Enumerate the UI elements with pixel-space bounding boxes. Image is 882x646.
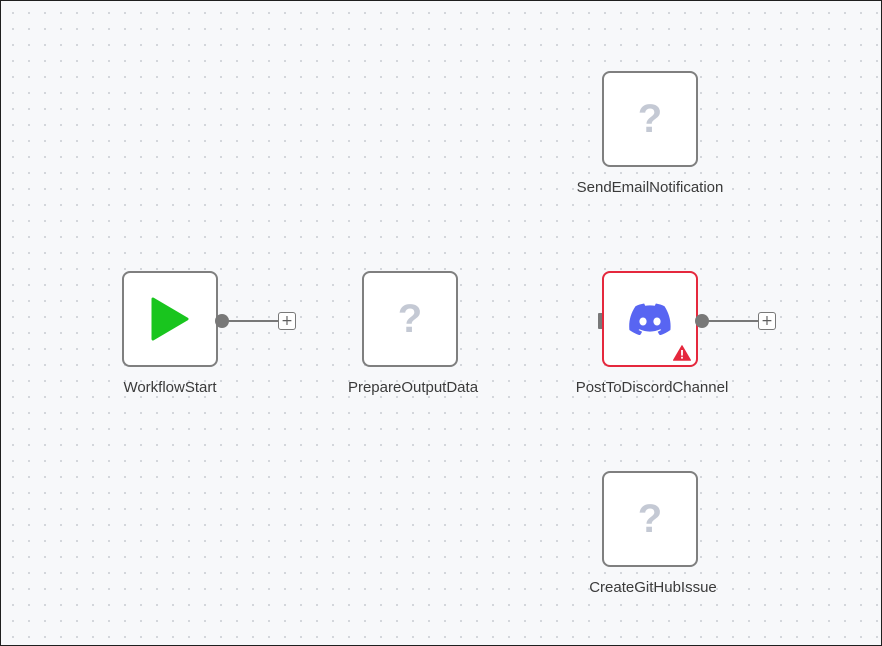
node-label-workflow-start: WorkflowStart bbox=[123, 379, 217, 396]
post-to-discord-output-handle[interactable] bbox=[695, 314, 709, 328]
warning-icon bbox=[673, 345, 691, 361]
question-mark-icon: ? bbox=[637, 497, 663, 541]
question-mark-icon: ? bbox=[397, 297, 423, 341]
node-workflow-start[interactable] bbox=[122, 271, 218, 367]
question-mark-icon: ? bbox=[637, 97, 663, 141]
node-prepare-output-data[interactable]: ? bbox=[362, 271, 458, 367]
post-to-discord-add-node-button[interactable]: + bbox=[758, 312, 776, 330]
post-to-discord-connector-line bbox=[707, 320, 759, 322]
node-label-create-github-issue: CreateGitHubIssue bbox=[589, 579, 717, 596]
node-send-email-notification[interactable]: ? bbox=[602, 71, 698, 167]
discord-icon bbox=[629, 303, 671, 335]
workflow-start-output-handle[interactable] bbox=[215, 314, 229, 328]
node-label-prepare-output-data: PrepareOutputData bbox=[347, 379, 479, 396]
play-icon bbox=[151, 297, 189, 341]
node-label-send-email-notification: SendEmailNotification bbox=[576, 179, 724, 196]
node-label-post-to-discord-channel: PostToDiscordChannel bbox=[575, 379, 729, 396]
node-post-to-discord-channel[interactable] bbox=[602, 271, 698, 367]
workflow-start-add-node-button[interactable]: + bbox=[278, 312, 296, 330]
node-create-github-issue[interactable]: ? bbox=[602, 471, 698, 567]
workflow-start-connector-line bbox=[227, 320, 279, 322]
